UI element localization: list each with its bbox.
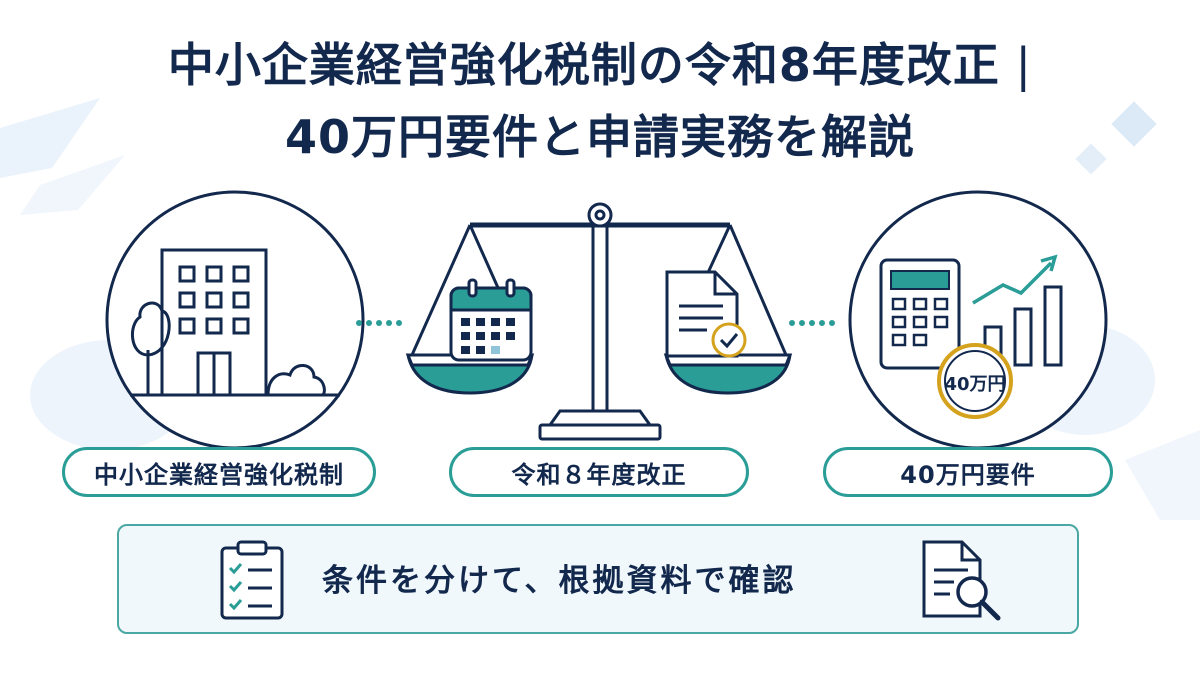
title-line-1: 中小企業経営強化税制の令和8年度改正 | [167,38,1033,92]
title-separator: | [999,38,1033,92]
finance-illustration [848,190,1108,450]
document-check-icon [665,270,747,358]
checklist-clipboard-icon [220,540,284,620]
bush-icon [266,364,326,397]
building-illustration [105,190,365,450]
balance-scale-icon [405,202,793,441]
growth-chart-icon [972,254,1063,367]
document-search-icon [922,540,1001,621]
label-requirement: 40万円要件 [823,447,1113,497]
title-line-2: 40万円要件と申請実務を解説 [284,110,915,164]
tree-icon [131,301,171,395]
label-revision: 令和８年度改正 [449,447,749,497]
building-icon [160,248,268,397]
label-tax-system: 中小企業経営強化税制 [62,447,376,497]
coin-label: 40万円 [944,374,1006,395]
coin-icon [937,343,1013,419]
calendar-icon [449,278,533,362]
dotted-connector-left [356,320,402,326]
dotted-connector-right [789,320,835,326]
calculator-icon [879,258,961,370]
banner-text: 条件を分けて、根拠資料で確認 [322,563,797,599]
